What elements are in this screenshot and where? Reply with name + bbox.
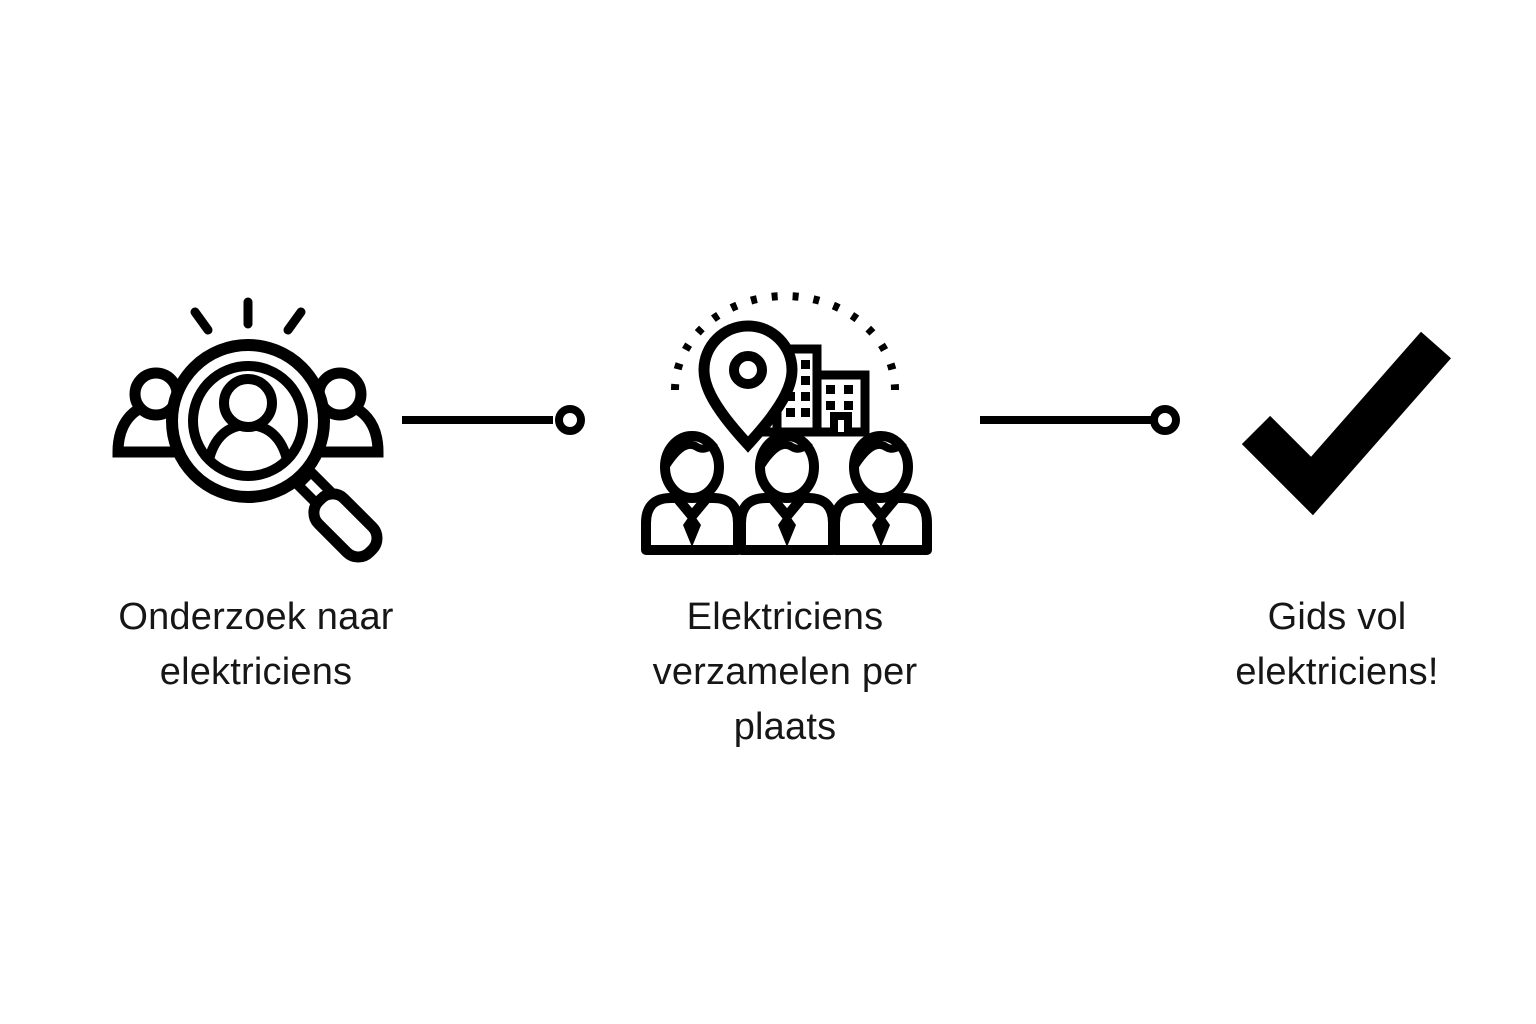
step-label-3: Gids vol elektriciens!: [1235, 596, 1439, 693]
location-people-icon: [641, 292, 932, 555]
connector-ring-icon: [555, 405, 585, 435]
connector-line-1: [402, 405, 585, 435]
connector-ring-icon: [1150, 405, 1180, 435]
people-search-icon: [112, 297, 384, 563]
step-label-1: Onderzoek naar elektriciens: [118, 596, 394, 693]
connector-line-2: [980, 405, 1180, 435]
checkmark-icon: [1241, 331, 1452, 516]
step-label-2: Elektriciens verzamelen per plaats: [652, 596, 918, 748]
